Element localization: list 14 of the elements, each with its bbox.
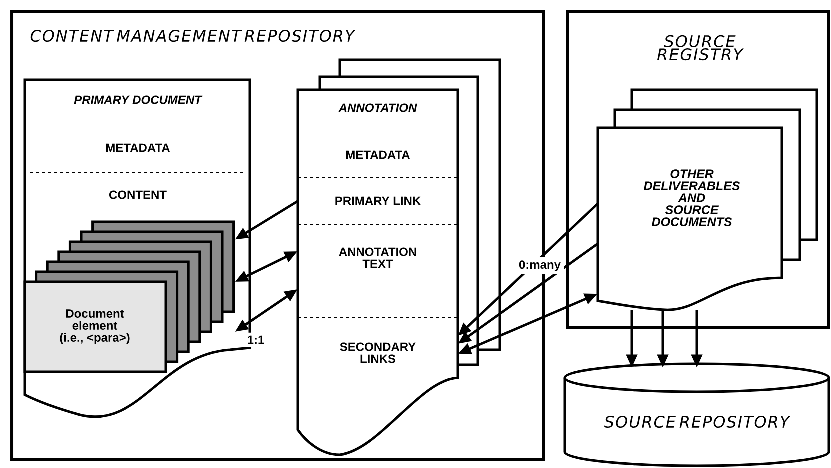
- heading-text: ANNOTATION: [338, 104, 418, 112]
- section-label: METADATA: [346, 150, 410, 160]
- heading-text: CONTENT MANAGEMENT REPOSITORY: [30, 30, 356, 42]
- heading-text: PRIMARY DOCUMENT: [74, 96, 203, 104]
- heading-text: SOURCE REPOSITORY: [604, 416, 791, 428]
- section-label: ANNOTATION TEXT: [339, 248, 416, 268]
- edge-label: 1:1: [244, 332, 268, 348]
- section-label: METADATA: [106, 144, 170, 152]
- edge-label: 0:many: [516, 258, 564, 274]
- section-label: CONTENT: [110, 190, 167, 200]
- heading-text: SOURCE REGISTRY: [657, 35, 744, 61]
- document-label: OTHER DELIVERABLES AND SOURCE DOCUMENTS: [644, 170, 740, 226]
- section-label: SECONDARY LINKS: [340, 342, 416, 364]
- section-label: PRIMARY LINK: [336, 196, 421, 206]
